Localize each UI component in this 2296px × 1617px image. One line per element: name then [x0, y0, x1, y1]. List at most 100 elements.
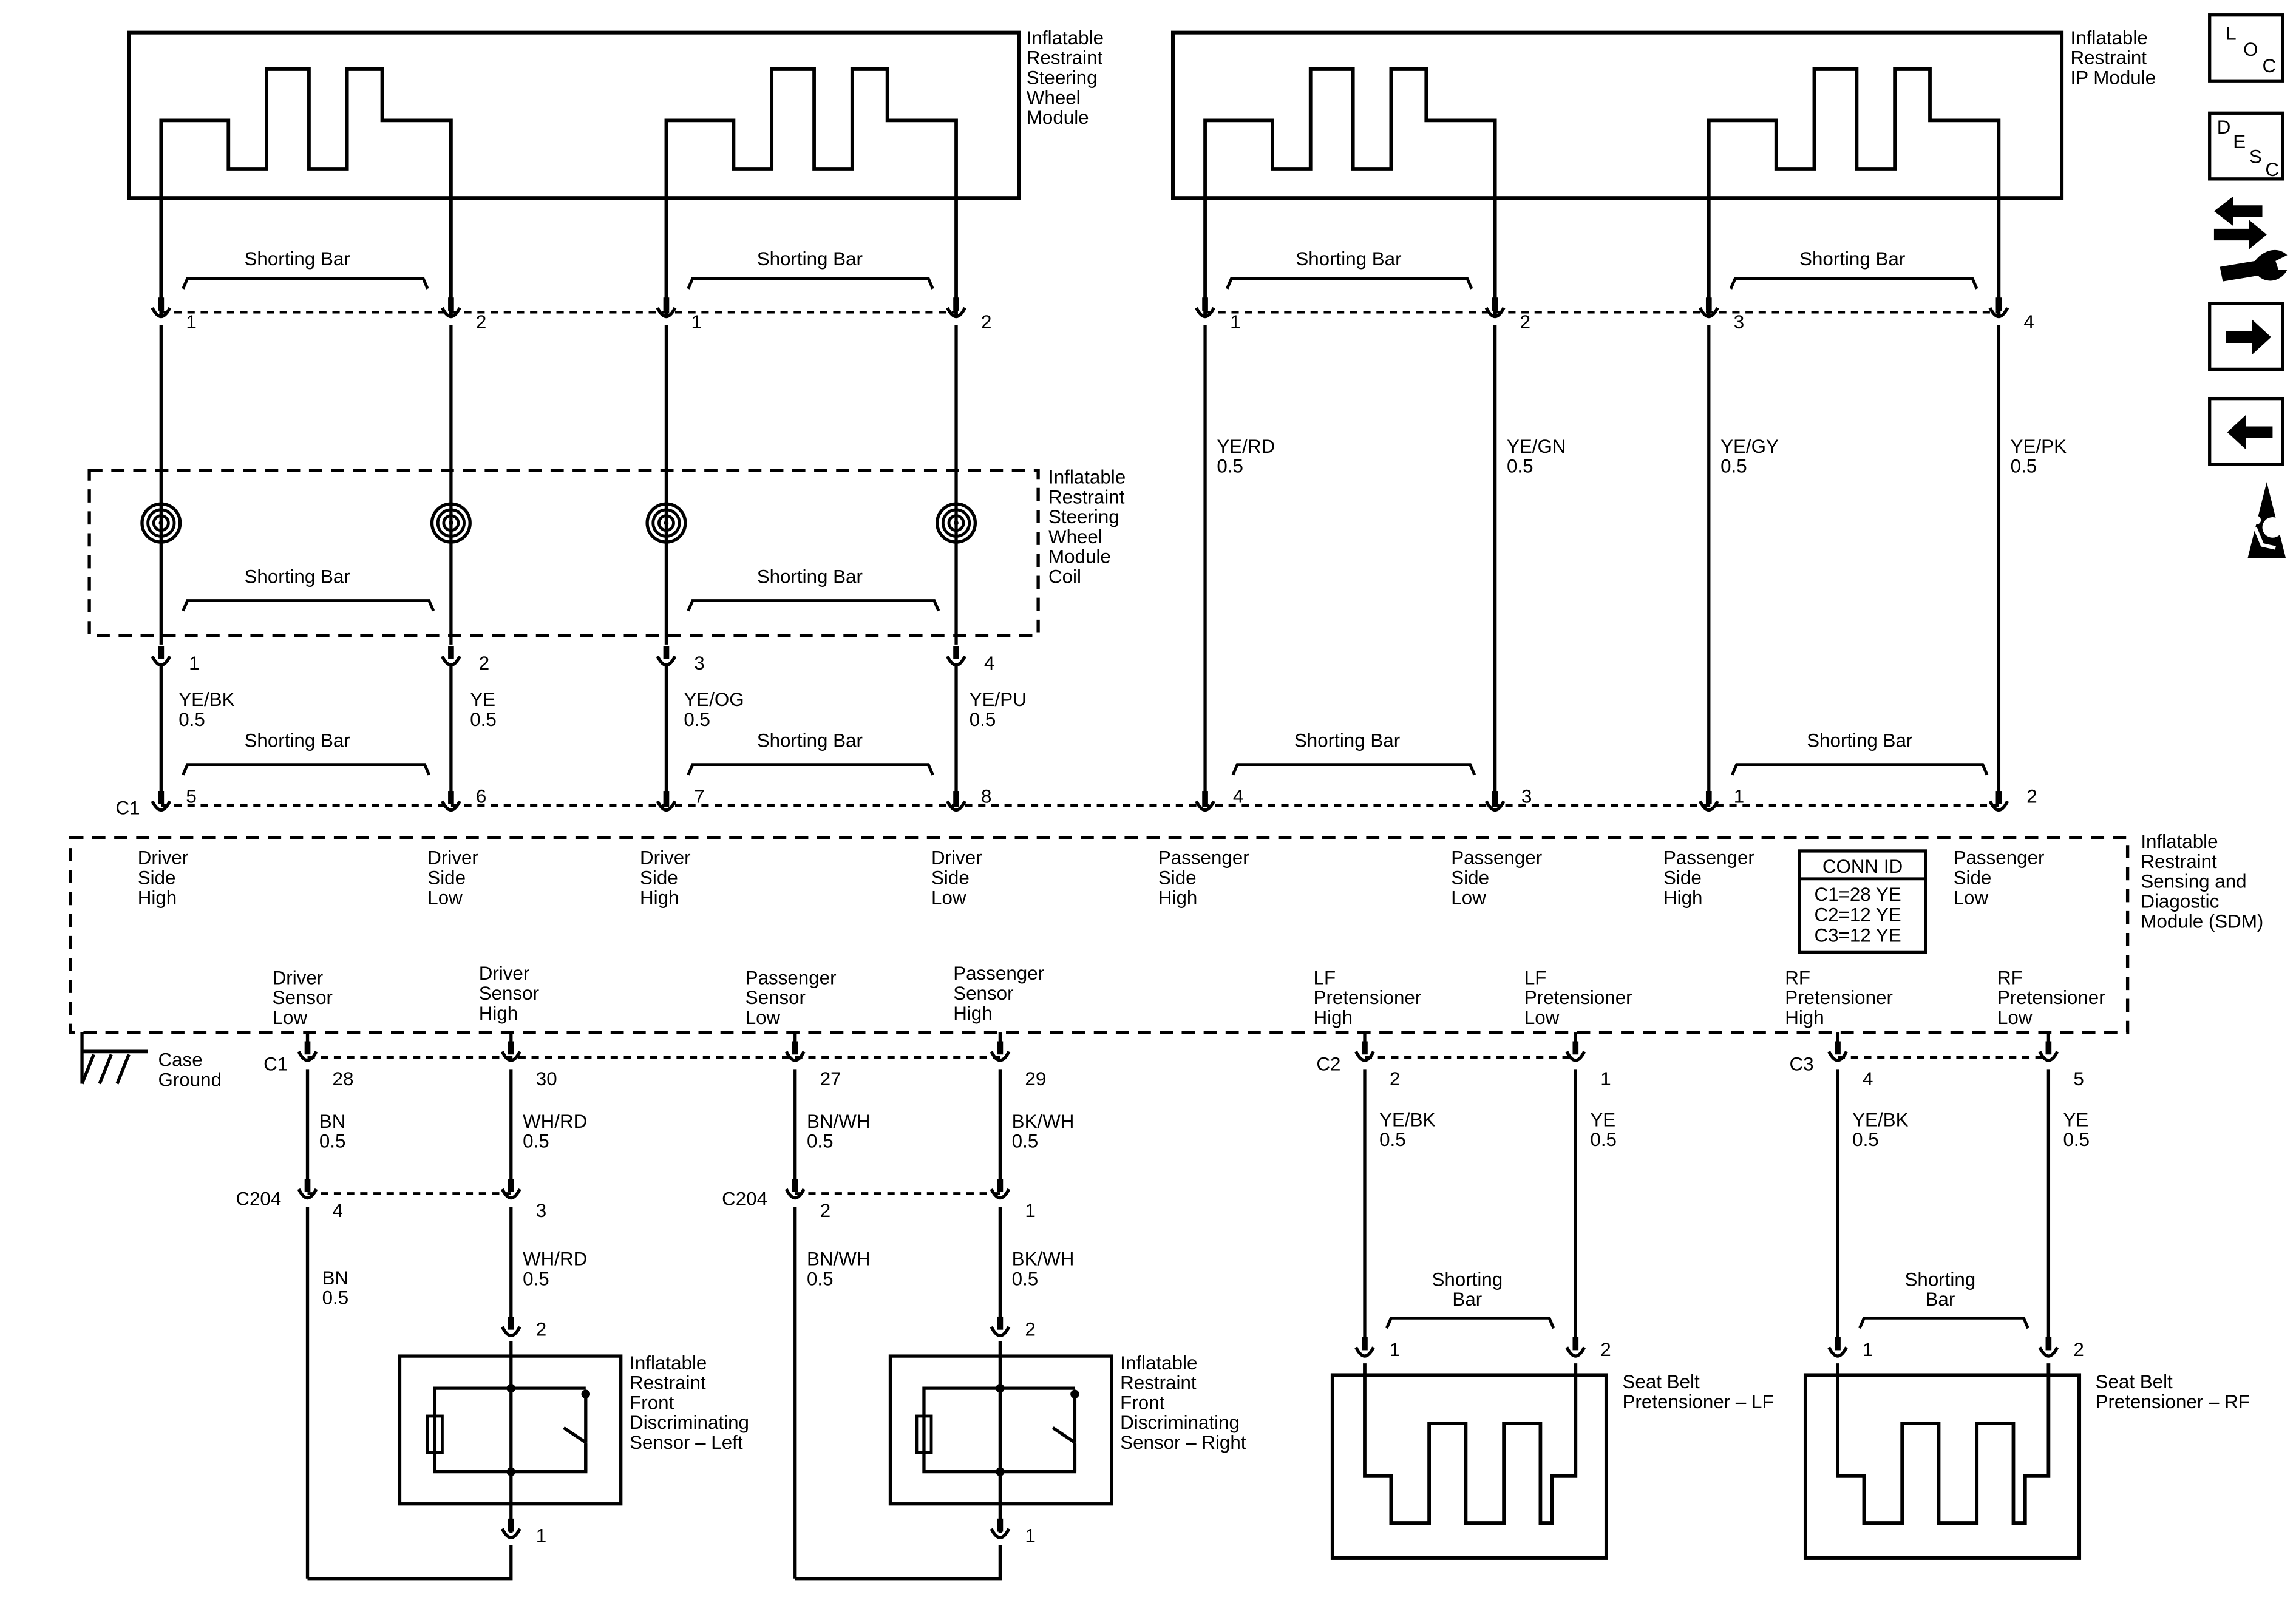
shorting-bar [687, 277, 934, 290]
airbag-warning-icon[interactable] [2247, 482, 2286, 558]
sdm-pin-label-line: Side [640, 867, 678, 888]
shorting-bar-label: Shorting Bar [1294, 730, 1400, 751]
loc-icon-letter: C [2263, 55, 2277, 76]
wrench-arrows-icon[interactable] [2213, 196, 2288, 282]
pin-number-line: 1 [186, 311, 196, 333]
front-sensor-left-circuit [511, 1443, 588, 1474]
wires [69, 30, 2130, 1581]
steering-wheel-module-label-line: Restraint [1027, 47, 1103, 69]
sdm-pin-label-line: Sensor [953, 983, 1013, 1004]
pin-number-line: 27 [820, 1068, 841, 1090]
pin-number-line: 1 [189, 653, 199, 674]
sdm-box [69, 836, 2130, 1034]
ip-module-label-line: Inflatable [2071, 27, 2148, 49]
pin-number: 1 [1600, 1068, 1611, 1090]
connector-terminal [1827, 1346, 1848, 1358]
pin-number: 2 [820, 1200, 830, 1221]
sdm-pin-label-line: Side [1158, 867, 1197, 888]
shorting-bar-label-line: Shorting [1905, 1269, 1976, 1290]
shorting-bar [687, 599, 940, 612]
front-sensor-right-circuit [922, 1386, 1000, 1474]
front-sensor-right-label-line: Front [1120, 1392, 1164, 1413]
shorting-bar-label: Shorting Bar [245, 566, 350, 588]
desc-icon-letter: D [2217, 117, 2231, 138]
clockspring-coil-icon [947, 514, 965, 532]
shorting-bar-label-line: Shorting Bar [1807, 730, 1912, 751]
front-sensor-right-label-line: Sensor – Right [1120, 1432, 1246, 1453]
loc-icon[interactable]: LOC [2208, 13, 2284, 83]
resistor-icon [915, 1414, 933, 1454]
wrench-arrows-icon-part [2213, 220, 2267, 249]
wire-color-label-line: 0.5 [322, 1287, 349, 1309]
conn-id-box [1798, 849, 1927, 954]
sdm-label-line: Module (SDM) [2141, 910, 2263, 932]
sdm-pin-label-line: Side [427, 867, 466, 888]
airbag-squib-element [1707, 67, 2001, 316]
sdm-pin-label-line: Sensor [746, 987, 806, 1008]
front-sensor-left-label-line: Inflatable [630, 1352, 707, 1374]
sdm-pin-label-line: High [953, 1003, 992, 1024]
sdm-pin-label-line: Passenger [1663, 847, 1754, 869]
connector-terminal [1698, 800, 1719, 812]
connector-id-c1: C1 [116, 798, 140, 819]
airbag-warning-icon-bag [2262, 517, 2283, 538]
connector-id-c1: C1 [263, 1054, 288, 1075]
front-sensor-left-label-line: Sensor – Left [630, 1432, 743, 1453]
sdm-pin-label-line: LF [1314, 967, 1336, 988]
pin-number: 27 [820, 1068, 841, 1090]
arrow-left-icon[interactable] [2208, 396, 2284, 466]
connector-terminal [784, 1188, 806, 1200]
pin-number: 3 [694, 653, 704, 674]
wire-color-label-line: BN [322, 1267, 349, 1289]
pin-number-line: 1 [1025, 1200, 1035, 1221]
shorting-bar [1226, 277, 1473, 290]
connector-terminal [500, 1188, 521, 1200]
sdm-label-line: Inflatable [2141, 831, 2218, 852]
wire-color-label-line: YE/RD [1217, 436, 1275, 457]
arrow-right-icon[interactable] [2208, 302, 2284, 371]
clockspring-coil-icon [645, 502, 687, 544]
sdm-pin-label-line: Sensor [479, 983, 539, 1004]
steering-wheel-module-label-line: Steering [1027, 67, 1098, 89]
wire-color-label-line: 0.5 [1720, 456, 1747, 477]
sdm-pin-label-line: Passenger [1451, 847, 1542, 869]
pin-number: 3 [536, 1200, 546, 1221]
shorting-bar-label-line: Bar [1925, 1289, 1955, 1310]
wire-color-label-line: 0.5 [178, 709, 205, 730]
pin-number-line: 2 [981, 311, 991, 333]
clockspring-coil-icon [651, 508, 681, 538]
shorting-bar [182, 277, 429, 290]
coil-label-line: Inflatable [1048, 467, 1126, 488]
wire-color-label-line: YE [2063, 1109, 2088, 1130]
wire-color-label-line: YE/GN [1507, 436, 1566, 457]
pin-number: 1 [1025, 1525, 1035, 1546]
wire-color-label-line: 0.5 [2011, 456, 2037, 477]
shorting-bar [1729, 277, 1978, 290]
pin-number-line: 1 [1025, 1525, 1035, 1546]
sdm-pin-label-line: Passenger [1158, 847, 1249, 869]
pin-number-line: 1 [1734, 785, 1744, 807]
airbag-warning-icon-body [2253, 526, 2276, 550]
pretensioner-rf-label-line: Pretensioner – RF [2096, 1391, 2250, 1412]
sdm-label-line: Diagostic [2141, 891, 2219, 912]
shorting-bar-label-line: Shorting Bar [757, 566, 863, 588]
pin-number: 1 [691, 311, 701, 333]
pin-number: 2 [479, 653, 489, 674]
case-ground-label-line: Ground [158, 1069, 222, 1090]
connector-id-c2: C2 [1316, 1054, 1340, 1075]
wire-color-label-line: BN/WH [807, 1249, 870, 1270]
connector-terminal [946, 800, 966, 812]
arrow-left-icon-glyph [2227, 415, 2273, 450]
